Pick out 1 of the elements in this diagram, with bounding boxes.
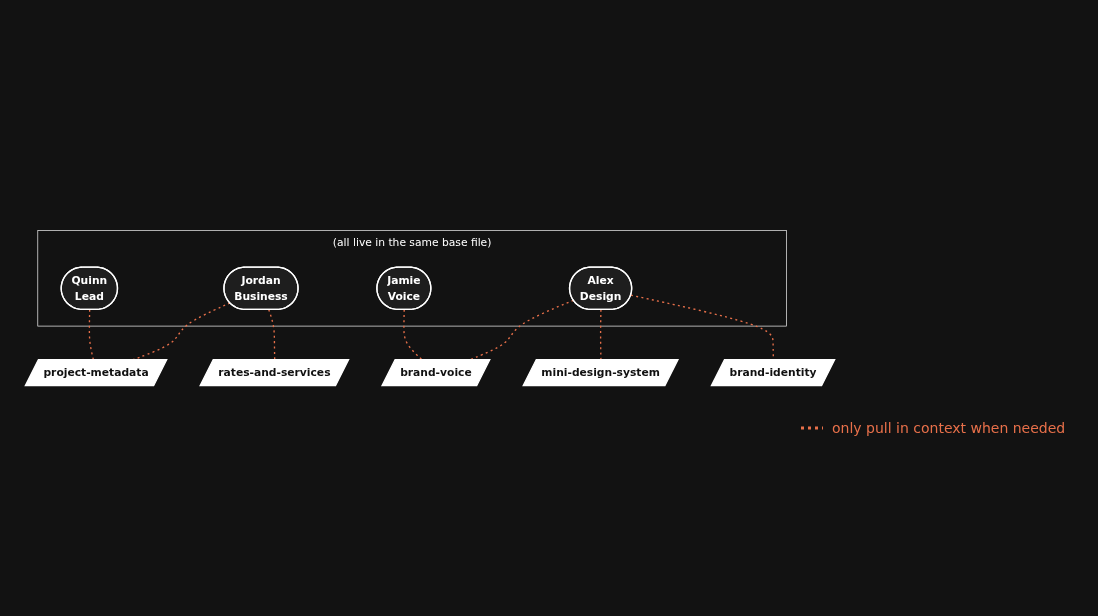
legend-text: only pull in context when needed: [832, 420, 1066, 436]
